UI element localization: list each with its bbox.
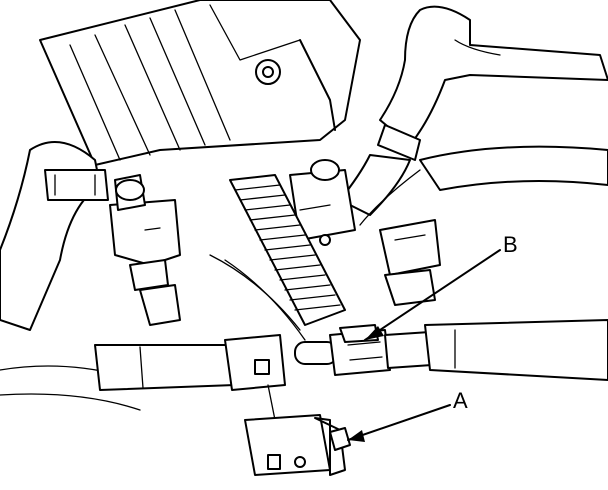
left-hose	[0, 141, 109, 331]
left-bracket	[109, 174, 181, 326]
callout-b: B	[364, 232, 518, 341]
quick-connector	[294, 324, 391, 376]
background-contours	[0, 254, 306, 411]
fuel-return-line	[384, 319, 608, 381]
right-side-hose	[359, 145, 608, 226]
upper-right-hose	[339, 5, 608, 216]
engine-cover	[39, 0, 361, 166]
fuel-feed-line	[94, 334, 286, 391]
center-bracket	[289, 159, 356, 246]
corrugated-hose	[229, 174, 346, 326]
connector-retainer	[244, 384, 351, 476]
callout-a-label: A	[453, 388, 468, 413]
right-bracket	[379, 219, 441, 306]
callout-b-label: B	[503, 232, 518, 257]
callout-a: A	[347, 388, 468, 442]
